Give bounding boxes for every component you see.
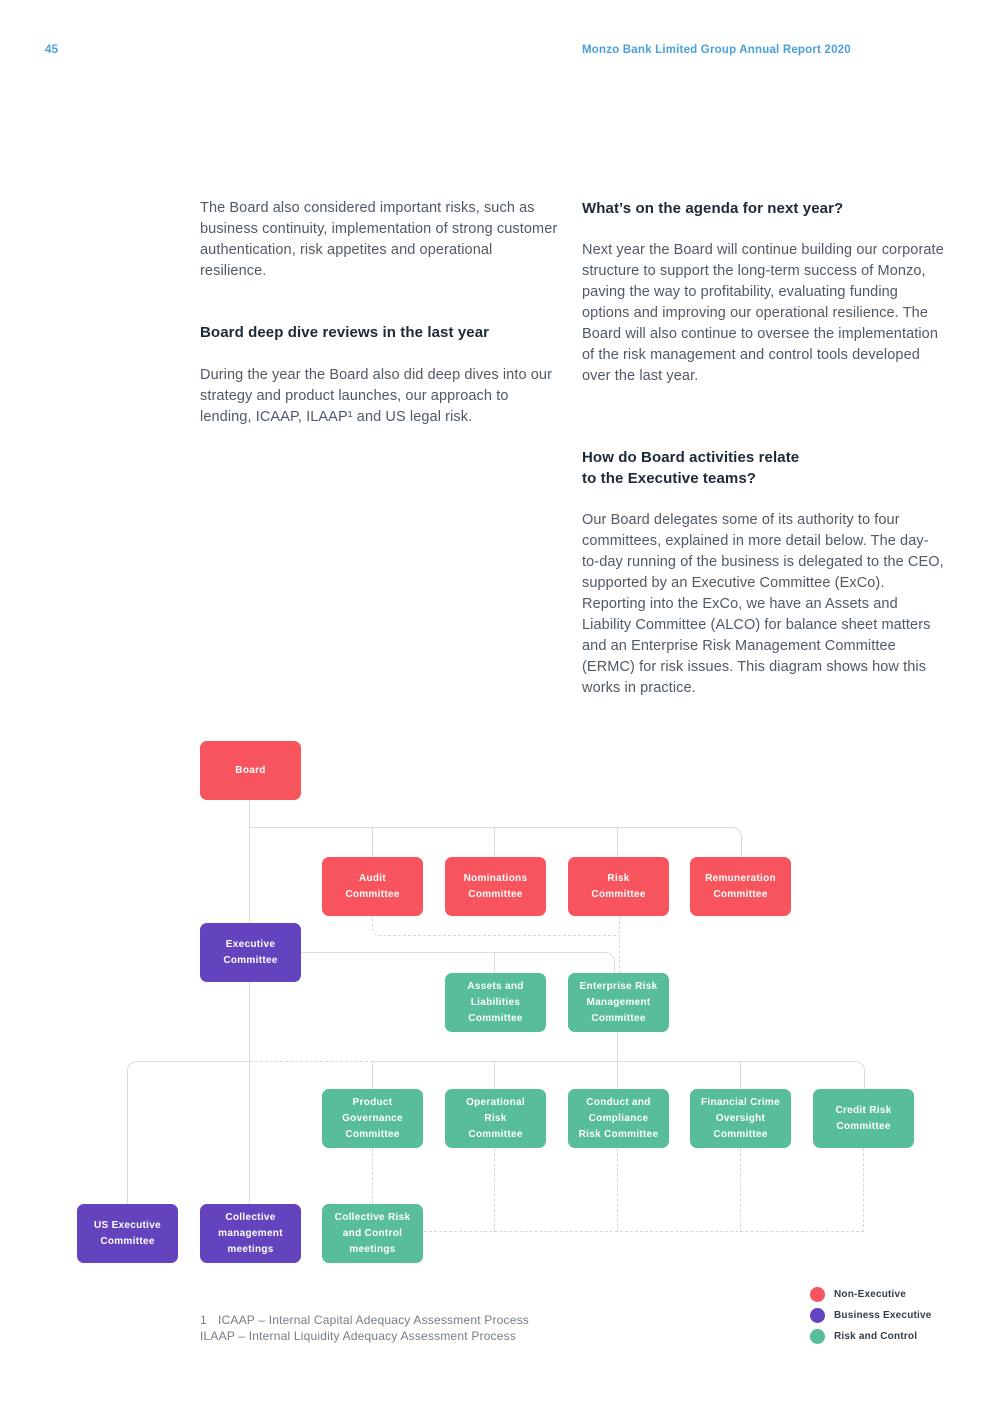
business-executive-dot-icon [810,1308,825,1323]
dashed-drop-financial-crime [740,1148,741,1232]
connector-board-to-exco [249,800,250,923]
connector-ermc-stub [617,1032,618,1061]
org-box-product-governance-committee: Product Governance Committee [322,1089,423,1148]
dashed-connector-audit-to-risk [372,916,619,936]
connector-drop-product-governance [372,1061,373,1089]
org-box-board: Board [200,741,301,800]
footnote-ilaap: ILAAP – Internal Liquidity Adequacy Asse… [200,1329,517,1343]
connector-drop-conduct-compliance [617,1061,618,1089]
connector-drop-operational-risk [494,1061,495,1089]
left-paragraph-risks: The Board also considered important risk… [200,200,558,279]
dashed-connector-risk-to-ermc [619,916,620,973]
heading-board-executive: How do Board activities relate to the Ex… [582,449,800,487]
org-box-executive-committee: Executive Committee [200,923,301,982]
connector-drop-audit [372,827,373,857]
org-box-financial-crime-oversight-committee: Financial Crime Oversight Committee [690,1089,791,1148]
org-box-remuneration-committee: Remuneration Committee [690,857,791,916]
legend-row-non-executive: Non-Executive [810,1284,932,1305]
legend-label: Non-Executive [834,1289,907,1300]
org-box-us-executive-committee: US Executive Committee [77,1204,178,1263]
legend: Non-Executive Business Executive Risk an… [810,1284,932,1347]
legend-label: Risk and Control [834,1331,918,1342]
right-paragraph-agenda: Next year the Board will continue buildi… [582,242,944,384]
left-paragraph-deep-dive: During the year the Board also did deep … [200,367,553,425]
heading-agenda: What’s on the agenda for next year? [582,200,844,217]
org-box-operational-risk-committee: Operational Risk Committee [445,1089,546,1148]
connector-drop-risk [617,827,618,857]
page-number: 45 [45,44,59,56]
dashed-drop-conduct-compliance [617,1148,618,1232]
connector-to-us-executive [127,1061,250,1205]
connector-exco-to-collective-management [249,982,250,1204]
org-box-nominations-committee: Nominations Committee [445,857,546,916]
risk-and-control-dot-icon [810,1329,825,1344]
dashed-collector-rail [424,1231,864,1232]
org-box-collective-management-meetings: Collective management meetings [200,1204,301,1263]
legend-row-business-executive: Business Executive [810,1305,932,1326]
connector-drop-alco [494,952,495,973]
heading-deep-dive: Board deep dive reviews in the last year [200,324,490,341]
org-box-credit-risk-committee: Credit Risk Committee [813,1089,914,1148]
dashed-drop-operational-risk [494,1148,495,1232]
connector-drop-nominations [494,827,495,857]
org-box-collective-risk-control-meetings: Collective Risk and Control meetings [322,1204,423,1263]
org-box-conduct-compliance-risk-committee: Conduct and Compliance Risk Committee [568,1089,669,1148]
connector-exco-to-ermc [301,952,615,974]
dashed-drop-credit-risk [863,1148,864,1232]
footnote-icaap: ICAAP – Internal Capital Adequacy Assess… [218,1313,530,1327]
legend-label: Business Executive [834,1310,932,1321]
dashed-drop-product-to-collective-risk [372,1148,373,1204]
connector-risk-control-rail [373,1061,865,1090]
connector-drop-financial-crime [740,1061,741,1089]
dashed-segment-exco-rail [250,1061,373,1062]
org-box-enterprise-risk-management-committee: Enterprise Risk Management Committee [568,973,669,1032]
org-box-assets-liabilities-committee: Assets and Liabilities Committee [445,973,546,1032]
org-box-audit-committee: Audit Committee [322,857,423,916]
right-paragraph-committees: Our Board delegates some of its authorit… [582,512,944,696]
connector-board-committees-rail [250,827,742,858]
org-box-risk-committee: Risk Committee [568,857,669,916]
non-executive-dot-icon [810,1287,825,1302]
footnote-marker: 1 [200,1313,207,1327]
report-title: Monzo Bank Limited Group Annual Report 2… [582,44,851,56]
legend-row-risk-and-control: Risk and Control [810,1326,932,1347]
